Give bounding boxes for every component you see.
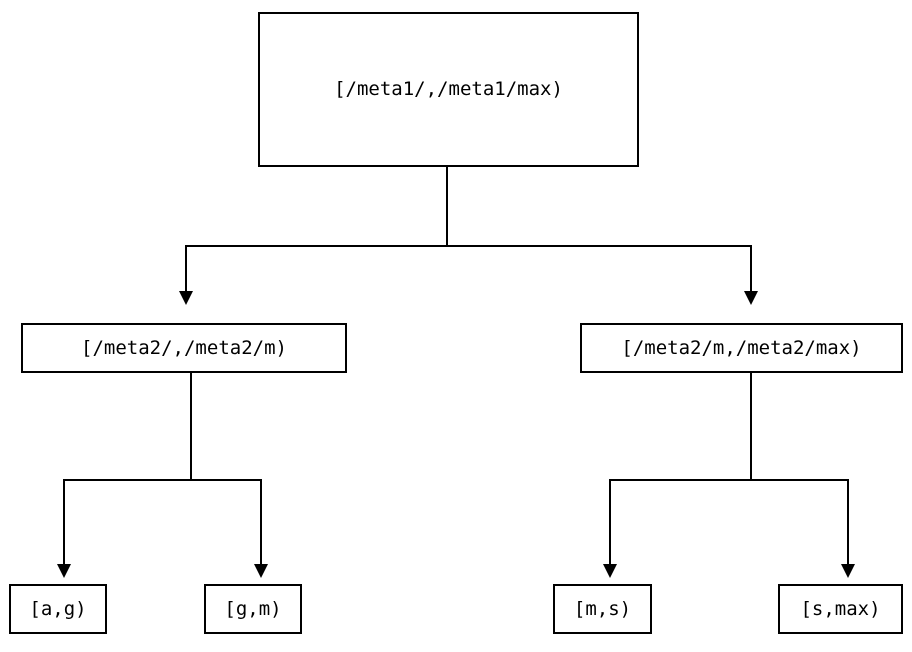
- node-mid-left-label: [/meta2/,/meta2/m): [81, 336, 287, 359]
- edge-mid-right-stem: [750, 373, 752, 481]
- edge-mid-left-bus: [63, 479, 262, 481]
- edge-mid-right-bus: [609, 479, 849, 481]
- arrowhead-mid-left-to-leaf-1: [57, 564, 71, 578]
- arrowhead-mid-left-to-leaf-2: [254, 564, 268, 578]
- node-leaf-3-label: [m,s): [573, 597, 632, 620]
- arrowhead-mid-right-to-leaf-4: [841, 564, 855, 578]
- node-root[interactable]: [/meta1/,/meta1/max): [258, 12, 639, 167]
- edge-mid-left-to-leaf-1: [63, 479, 65, 564]
- edge-mid-left-stem: [190, 373, 192, 481]
- node-root-label: [/meta1/,/meta1/max): [334, 78, 563, 100]
- arrowhead-root-to-mid-left: [179, 291, 193, 305]
- edge-root-to-mid-right: [750, 245, 752, 291]
- edge-mid-right-to-leaf-4: [847, 479, 849, 564]
- arrowhead-mid-right-to-leaf-3: [603, 564, 617, 578]
- node-mid-right[interactable]: [/meta2/m,/meta2/max): [580, 323, 903, 373]
- edge-mid-left-to-leaf-2: [260, 479, 262, 564]
- node-leaf-1[interactable]: [a,g): [9, 584, 107, 634]
- edge-root-bus: [185, 245, 752, 247]
- node-leaf-1-label: [a,g): [29, 597, 87, 620]
- node-leaf-3[interactable]: [m,s): [553, 584, 652, 634]
- node-mid-left[interactable]: [/meta2/,/meta2/m): [21, 323, 347, 373]
- node-leaf-2[interactable]: [g,m): [204, 584, 302, 634]
- edge-root-stem: [446, 167, 448, 246]
- node-mid-right-label: [/meta2/m,/meta2/max): [621, 336, 862, 359]
- edge-mid-right-to-leaf-3: [609, 479, 611, 564]
- arrowhead-root-to-mid-right: [744, 291, 758, 305]
- edge-root-to-mid-left: [185, 245, 187, 291]
- node-leaf-4[interactable]: [s,max): [778, 584, 903, 634]
- node-leaf-2-label: [g,m): [224, 597, 282, 620]
- node-leaf-4-label: [s,max): [800, 597, 881, 620]
